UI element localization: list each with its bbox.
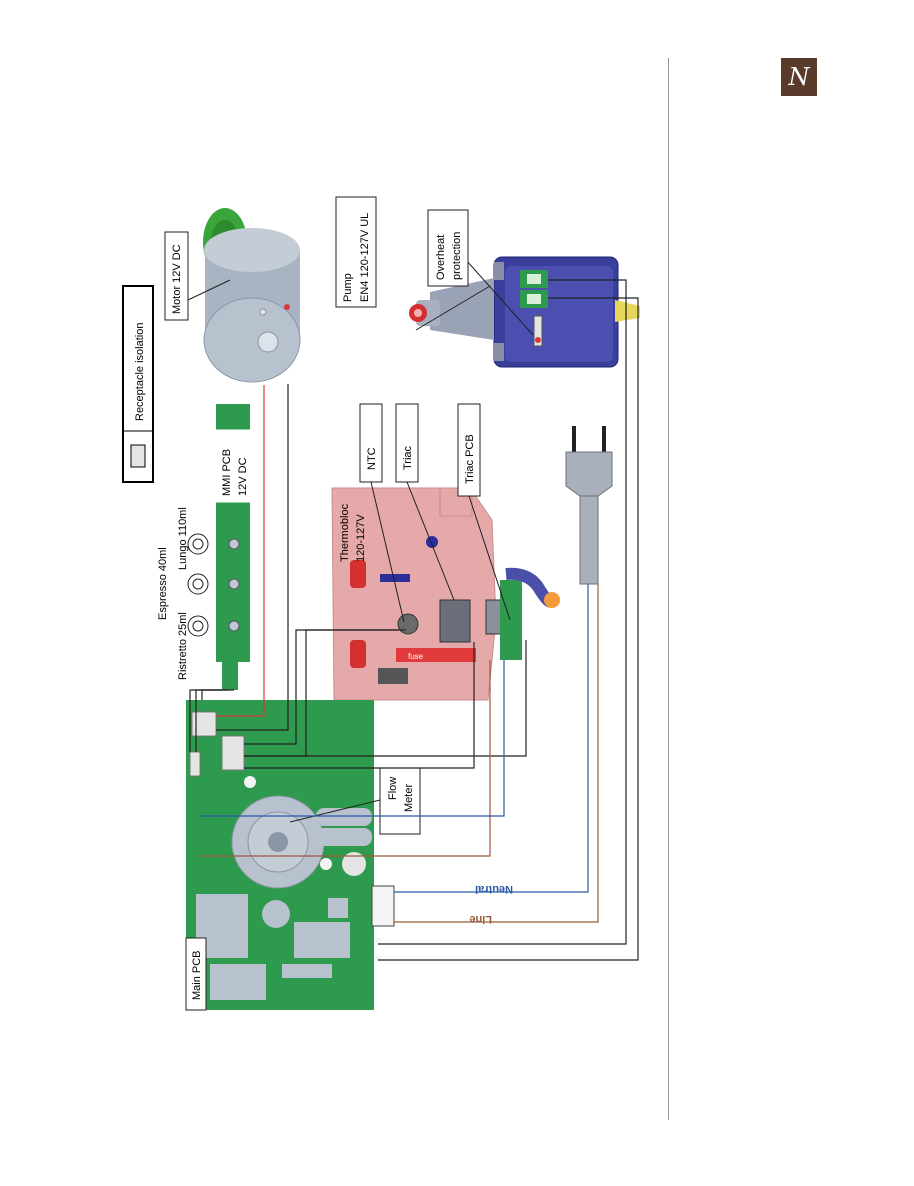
wiring — [189, 279, 639, 961]
main-pcb — [186, 700, 395, 1010]
motor-label-box — [164, 231, 189, 321]
line-label: Line — [469, 913, 492, 925]
pump-label-line2: EN4 120-127V UL — [359, 213, 371, 302]
pump-label-line1: Pump — [342, 273, 354, 302]
espresso-button-icon — [187, 573, 209, 595]
flow-meter-label-line1: Flow — [387, 777, 399, 800]
legend-box: Receptacle isolation — [122, 285, 154, 483]
power-plug — [565, 426, 613, 585]
main-pcb-label: Main PCB — [191, 950, 203, 1000]
page-margin-rule — [668, 58, 669, 1120]
motor-label: Motor 12V DC — [171, 244, 183, 314]
mmi-label-box — [215, 429, 251, 503]
overheat-label-line2: protection — [451, 232, 463, 280]
main-pcb-label-box — [185, 937, 207, 1011]
overheat-label-line1: Overheat — [435, 235, 447, 280]
espresso-label: Espresso 40ml — [157, 547, 169, 620]
flow-meter-label-box — [379, 767, 421, 835]
thermobloc-label-line1: Thermobloc — [339, 503, 351, 562]
thermobloc-label-line2: 120-127V — [355, 514, 367, 562]
ristretto-button-icon — [187, 615, 209, 637]
ntc-label: NTC — [366, 447, 378, 470]
logo-letter: N — [788, 63, 810, 91]
nespresso-logo: N — [781, 58, 817, 96]
neutral-label: Neutral — [475, 883, 513, 895]
overheat-label-box — [427, 209, 469, 287]
mmi-label-line2: 12V DC — [237, 457, 249, 496]
pump — [409, 256, 640, 368]
receptacle-isolation-swatch — [130, 444, 146, 468]
pump-label-box — [335, 196, 377, 308]
lungo-button-icon — [187, 533, 209, 555]
mmi-label-line1: MMI PCB — [221, 449, 233, 496]
legend-label: Receptacle isolation — [134, 323, 146, 421]
flow-meter-label-line2: Meter — [403, 784, 415, 812]
fuse-label: fuse — [408, 652, 424, 661]
triac-label: Triac — [402, 445, 414, 470]
ristretto-label: Ristretto 25ml — [177, 612, 189, 680]
motor — [203, 208, 301, 383]
triac-pcb-label: Triac PCB — [464, 434, 476, 484]
lungo-label: Lungo 110ml — [177, 507, 189, 570]
